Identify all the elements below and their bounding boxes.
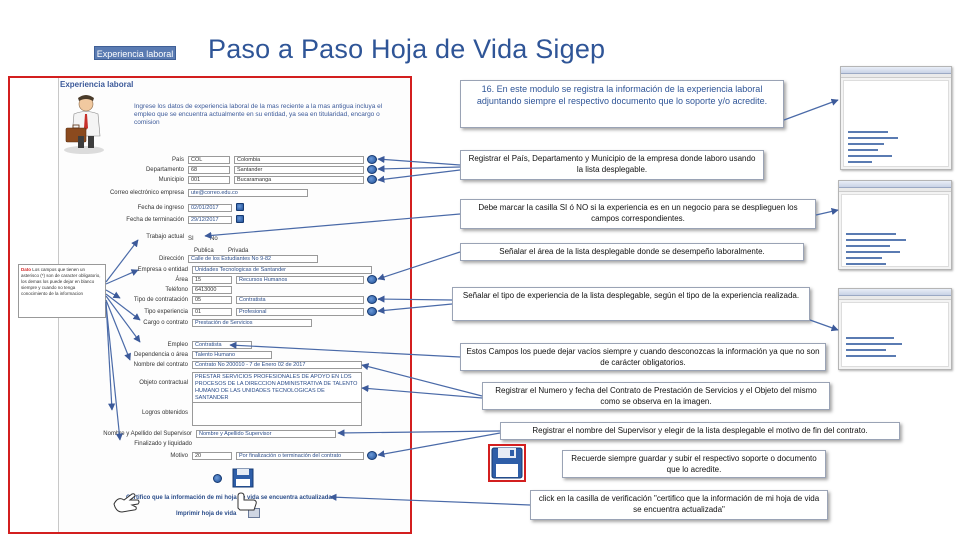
publica-checkbox-label[interactable]: Publica <box>194 248 214 254</box>
fecha-terminacion-label: Fecha de terminación <box>126 217 184 223</box>
hand-pointer-icon <box>237 492 257 511</box>
form-screenshot-frame <box>8 76 412 534</box>
thumbnail-screenshot-1 <box>840 66 952 170</box>
tipo-experiencia-code-input[interactable]: 01 <box>192 308 232 316</box>
callout-optional-fields: Estos Campos los puede dejar vacíos siem… <box>460 343 826 371</box>
correo-label: Correo electrónico empresa <box>109 190 184 196</box>
departamento-code-input[interactable]: 68 <box>188 166 230 174</box>
nombre-contrato-label: Nombre del contrato <box>133 362 188 368</box>
telefono-label: Teléfono <box>165 287 188 293</box>
tipo-experiencia-lookup-icon[interactable] <box>367 307 377 316</box>
section-tag: Experiencia laboral <box>94 46 176 60</box>
note-text: Los campos que tienen un asterisco (*) s… <box>21 267 101 296</box>
print-cv-button[interactable]: Imprimir hoja de vida <box>176 511 237 517</box>
municipio-code-input[interactable]: 001 <box>188 176 230 184</box>
page-title: Paso a Paso Hoja de Vida Sigep <box>208 34 606 64</box>
callout-area: Señalar el área de la lista desplegable … <box>460 243 804 261</box>
motivo-lookup-icon[interactable] <box>367 451 377 460</box>
thumbnail-screenshot-3 <box>838 288 952 370</box>
calendar-icon[interactable] <box>236 203 244 211</box>
pais-lookup-icon[interactable] <box>367 155 377 164</box>
departamento-lookup-icon[interactable] <box>367 165 377 174</box>
calendar-icon[interactable] <box>236 215 244 223</box>
tipo-experiencia-label: Tipo experiencia <box>144 309 188 315</box>
empleo-input[interactable]: Contratista <box>192 341 252 349</box>
tipo-experiencia-value-field: Profesional <box>236 308 364 316</box>
save-icon[interactable] <box>232 468 254 488</box>
certify-checkbox-label[interactable]: Certifico que la información de mi hoja … <box>126 495 332 501</box>
departamento-value-field: Santander <box>234 166 364 174</box>
municipio-lookup-icon[interactable] <box>367 175 377 184</box>
cargo-label: Cargo o contrato <box>143 320 188 326</box>
callout-location: Registrar el País, Departamento y Munici… <box>460 150 764 180</box>
si-radio-label[interactable]: SI <box>188 236 194 242</box>
area-label: Área <box>175 277 188 283</box>
callout-tipo-experiencia: Señalar el tipo de experiencia de la lis… <box>452 287 810 321</box>
direccion-input[interactable]: Calle de los Estudiantes No 9-82 <box>188 255 318 263</box>
fecha-terminacion-input[interactable]: 29/12/2017 <box>188 216 232 224</box>
finalizado-label: Finalizado y liquidado <box>134 441 192 447</box>
callout-guardar: Recuerde siempre guardar y subir el resp… <box>562 450 826 478</box>
no-radio-label[interactable]: No <box>210 236 218 242</box>
tipo-contratacion-value-field: Contratista <box>236 296 364 304</box>
dependencia-input[interactable]: Talento Humano <box>192 351 272 359</box>
required-fields-note: Dato Los campos que tienen un asterisco … <box>18 264 106 318</box>
callout-certifico: click en la casilla de verificación "cer… <box>530 490 828 520</box>
area-lookup-icon[interactable] <box>367 275 377 284</box>
telefono-input[interactable]: 6413000 <box>192 286 232 294</box>
empleo-label: Empleo <box>167 342 188 348</box>
businessman-avatar-icon <box>64 95 104 154</box>
motivo-value-field: Por finalización o terminación del contr… <box>236 452 364 460</box>
supervisor-label: Nombre y Apellido del Supervisor <box>103 431 192 437</box>
thumbnail-screenshot-2 <box>838 180 952 270</box>
objeto-contractual-label: Objeto contractual <box>139 380 188 386</box>
tipo-contratacion-code-input[interactable]: 05 <box>192 296 232 304</box>
form-panel <box>58 78 410 532</box>
empresa-input[interactable]: Unidades Tecnologicas de Santander <box>192 266 372 274</box>
motivo-label: Motivo <box>170 453 188 459</box>
fecha-ingreso-input[interactable]: 02/01/2017 <box>188 204 232 212</box>
tipo-contratacion-lookup-icon[interactable] <box>367 295 377 304</box>
hand-pointer-icon <box>113 493 140 513</box>
correo-input[interactable]: ute@correo.edu.co <box>188 189 308 197</box>
area-code-input[interactable]: 15 <box>192 276 232 284</box>
pais-value-field: Colombia <box>234 156 364 164</box>
pais-label: País <box>171 157 184 163</box>
logros-textarea[interactable] <box>192 402 362 426</box>
motivo-code-input[interactable]: 20 <box>192 452 232 460</box>
fecha-ingreso-label: Fecha de ingreso <box>137 205 184 211</box>
departamento-label: Departamento <box>145 167 184 173</box>
municipio-label: Municipio <box>158 177 184 183</box>
supervisor-input[interactable]: Nombre y Apellido Supervisor <box>196 430 336 438</box>
pais-code-input[interactable]: COL <box>188 156 230 164</box>
callout-si-no: Debe marcar la casilla SI ó NO si la exp… <box>460 199 816 229</box>
callout-module-intro: 16. En este modulo se registra la inform… <box>460 80 784 128</box>
tipo-contratacion-label: Tipo de contratación <box>133 297 188 303</box>
callout-supervisor: Registrar el nombre del Supervisor y ele… <box>500 422 900 440</box>
note-title: Dato <box>21 267 31 272</box>
save-icon <box>491 447 523 479</box>
logros-label: Logros obtenidos <box>141 410 188 416</box>
form-heading: Experiencia laboral <box>60 80 134 89</box>
privada-checkbox-label[interactable]: Privada <box>228 248 249 254</box>
save-icon-highlight <box>488 444 526 482</box>
municipio-value-field: Bucaramanga <box>234 176 364 184</box>
empresa-label: Empresa o entidad <box>137 267 188 273</box>
area-value-field: Recursos Humanos <box>236 276 364 284</box>
direccion-label: Dirección <box>158 256 184 262</box>
trabajo-actual-label: Trabajo actual <box>146 234 184 240</box>
dependencia-label: Dependencia o área <box>133 352 188 358</box>
cargo-input[interactable]: Prestación de Servicios <box>192 319 312 327</box>
upload-file-icon[interactable] <box>213 474 222 483</box>
callout-contrato: Registrar el Numero y fecha del Contrato… <box>482 382 830 410</box>
nombre-contrato-input[interactable]: Contrato No 200010 - 7 de Enero 02 de 20… <box>192 361 362 369</box>
form-intro-text: Ingrese los datos de experiencia laboral… <box>134 103 383 126</box>
